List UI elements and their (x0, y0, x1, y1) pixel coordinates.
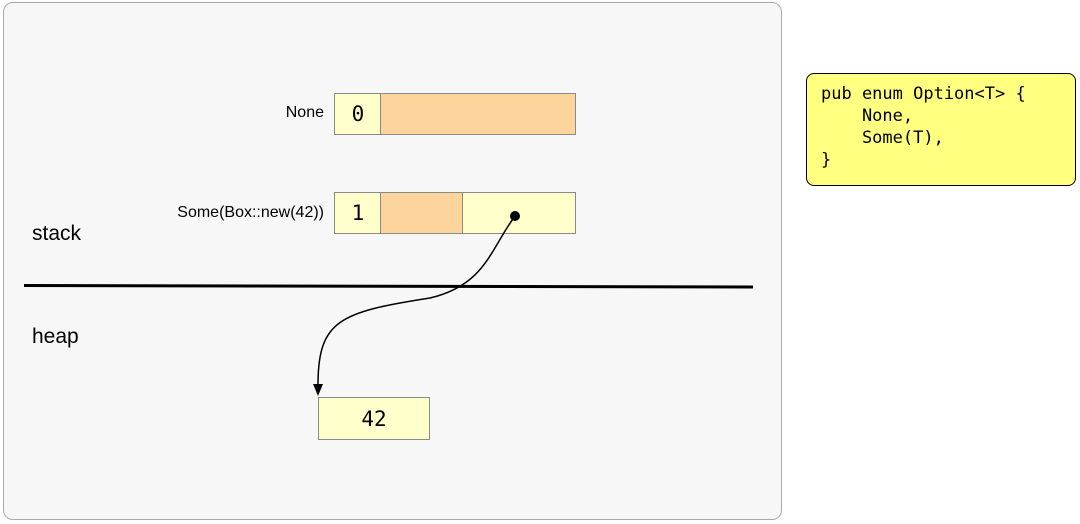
code-line: Some(T), (821, 128, 944, 148)
some-padding-cell (380, 192, 464, 234)
memory-diagram-panel (3, 2, 782, 520)
option-enum-code-box: pub enum Option<T> { None, Some(T),} (806, 73, 1076, 186)
stack-region-label: stack (32, 222, 82, 245)
code-line: pub enum Option<T> { (821, 84, 1026, 104)
some-pointer-cell (462, 192, 576, 234)
code-line: None, (821, 106, 914, 126)
none-discriminant-cell: 0 (334, 93, 382, 135)
some-discriminant-cell: 1 (334, 192, 382, 234)
heap-value-box: 42 (318, 397, 430, 440)
some-row-label: Some(Box::new(42)) (177, 204, 324, 221)
none-row-label: None (285, 104, 324, 121)
heap-region-label: heap (32, 325, 79, 348)
code-line: } (821, 150, 832, 170)
none-payload-cell (380, 93, 576, 135)
